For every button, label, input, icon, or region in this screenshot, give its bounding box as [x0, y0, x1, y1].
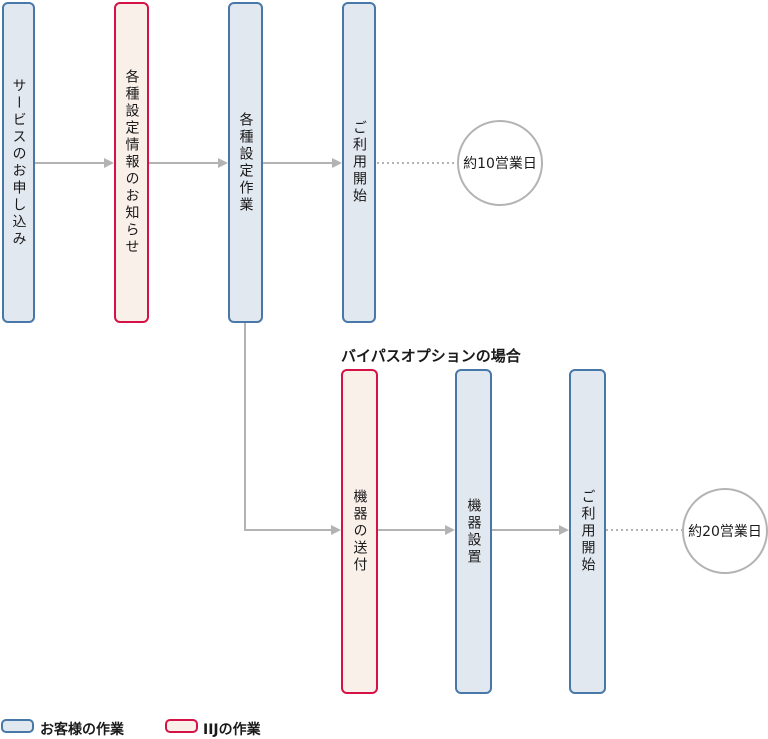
arrow-right-icon [218, 158, 228, 168]
step-service-start-row1: ご利用開始 [342, 2, 376, 323]
connector-line [263, 162, 333, 164]
step-service-apply-label: サービスのお申し込み [10, 77, 27, 248]
connector-line [149, 162, 219, 164]
step-settings-work-label: 各種設定作業 [237, 111, 254, 214]
legend-customer-label: お客様の作業 [40, 722, 124, 738]
arrow-right-icon [331, 525, 341, 535]
dotted-lead-line [606, 529, 682, 531]
duration-row1-label: 約10営業日 [463, 156, 537, 172]
duration-row2-label: 約20営業日 [688, 524, 762, 540]
step-settings-info-notice: 各種設定情報のお知らせ [114, 2, 149, 323]
legend-iij-swatch [165, 719, 198, 733]
step-service-apply: サービスのお申し込み [2, 2, 35, 323]
connector-line [492, 529, 559, 531]
connector-line [35, 162, 105, 164]
step-service-start-row2: ご利用開始 [569, 369, 606, 694]
duration-circle-row2: 約20営業日 [682, 488, 768, 574]
step-service-start-row1-label: ご利用開始 [351, 120, 367, 205]
legend-iij-label: IIJの作業 [203, 722, 261, 738]
step-device-install: 機器設置 [455, 369, 492, 694]
duration-circle-row1: 約10営業日 [457, 120, 543, 206]
arrow-right-icon [559, 525, 569, 535]
arrow-right-icon [445, 525, 455, 535]
step-device-shipping-label: 機器の送付 [351, 489, 368, 574]
step-service-start-row2-label: ご利用開始 [579, 489, 596, 574]
arrow-right-icon [332, 158, 342, 168]
dotted-lead-line [377, 162, 457, 164]
step-device-install-label: 機器設置 [465, 497, 482, 566]
step-device-shipping: 機器の送付 [341, 369, 378, 694]
step-settings-work: 各種設定作業 [228, 2, 263, 323]
connector-line [378, 529, 445, 531]
branch-line-horizontal [244, 529, 332, 531]
legend-customer-swatch [1, 719, 34, 733]
step-settings-info-notice-label: 各種設定情報のお知らせ [123, 69, 140, 256]
branch-line-vertical [244, 323, 246, 531]
arrow-right-icon [104, 158, 114, 168]
bypass-option-title: バイパスオプションの場合 [341, 347, 521, 365]
